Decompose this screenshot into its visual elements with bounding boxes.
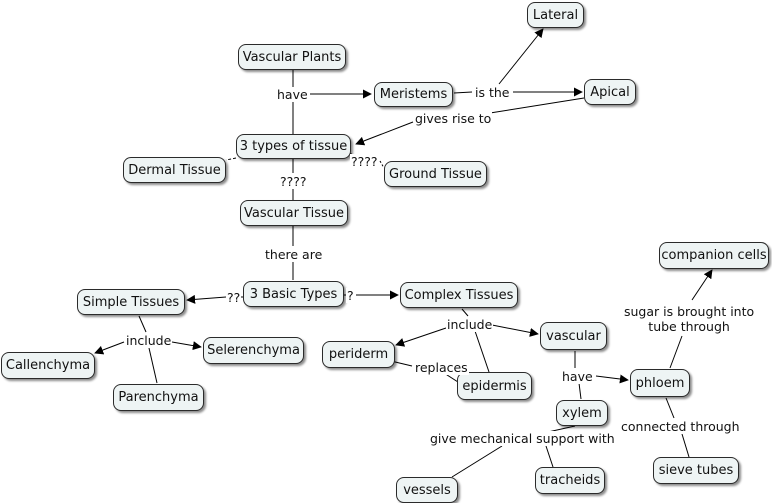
link-label-q-mid: ? [346, 288, 355, 303]
node-selerenchyma[interactable]: Selerenchyma [203, 337, 304, 364]
link-phloem-connected [665, 397, 675, 419]
link-complex-include [461, 308, 469, 317]
link-label-have: have [276, 87, 309, 102]
node-sieve-tubes[interactable]: sieve tubes [653, 457, 739, 484]
link-connected-sieve [681, 433, 690, 458]
link-include-parenchyma [148, 347, 158, 384]
link-meristems-is-the [453, 91, 473, 94]
node-vascular-tissue[interactable]: Vascular Tissue [240, 200, 348, 226]
link-label-q-right: ???? [350, 154, 379, 169]
link-simple-include [138, 315, 147, 333]
node-meristems[interactable]: Meristems [374, 82, 453, 107]
arrow-gives-rise-3types [355, 121, 414, 146]
node-dermal-tissue[interactable]: Dermal Tissue [123, 157, 226, 183]
link-label-gives-rise-to: gives rise to [414, 111, 493, 126]
link-label-replaces: replaces [414, 360, 469, 375]
link-label-sugar-brought: sugar is brought into tube through [623, 304, 756, 334]
node-companion-cells[interactable]: companion cells [659, 242, 769, 269]
arrow-q-left-simple [186, 294, 227, 304]
node-vascular-plants[interactable]: Vascular Plants [238, 44, 346, 70]
link-mechanical-tracheids [545, 445, 554, 468]
node-3-types-of-tissue[interactable]: 3 types of tissue [236, 134, 351, 159]
node-complex-tissues[interactable]: Complex Tissues [400, 282, 518, 308]
link-label-include-simple: include [125, 333, 173, 348]
link-3types-dermal [225, 157, 237, 161]
node-3-basic-types[interactable]: 3 Basic Types [243, 281, 344, 307]
link-label-there-are: there are [264, 247, 324, 262]
node-tracheids[interactable]: tracheids [535, 467, 605, 494]
link-label-q-left: ?? [226, 290, 242, 305]
arrow-is-the-lateral [498, 28, 544, 85]
arrow-include-periderm [395, 327, 447, 347]
link-have-xylem [578, 382, 582, 400]
link-q-right-ground [379, 160, 385, 169]
link-phloem-sugar [669, 335, 683, 369]
arrow-include-selerenchyma [171, 341, 202, 351]
arrow-include-callenchyma [94, 341, 125, 355]
node-vessels[interactable]: vessels [396, 477, 458, 503]
node-epidermis[interactable]: epidermis [457, 372, 532, 400]
node-lateral[interactable]: Lateral [527, 2, 584, 28]
link-label-have-vascular: have [561, 369, 594, 384]
link-include-epidermis [474, 330, 490, 373]
node-callenchyma[interactable]: Callenchyma [1, 352, 95, 379]
link-label-is-the: is the [474, 85, 511, 100]
link-label-connected-through: connected through [620, 419, 741, 434]
node-xylem[interactable]: xylem [556, 400, 608, 426]
arrow-sugar-companion [691, 269, 713, 301]
link-apical-gives-rise [489, 97, 585, 114]
link-label-q-below: ???? [279, 174, 308, 189]
node-vascular[interactable]: vascular [540, 322, 607, 350]
node-phloem[interactable]: phloem [630, 369, 690, 397]
node-apical[interactable]: Apical [584, 79, 636, 105]
node-parenchyma[interactable]: Parenchyma [113, 384, 204, 411]
link-label-mechanical-support: give mechanical support with [429, 431, 616, 446]
arrow-include-vascular [491, 324, 539, 337]
node-ground-tissue[interactable]: Ground Tissue [384, 161, 487, 187]
arrow-have-phloem [595, 374, 629, 384]
node-simple-tissues[interactable]: Simple Tissues [77, 289, 185, 315]
link-label-include-complex: include [446, 317, 494, 332]
node-periderm[interactable]: periderm [322, 341, 395, 368]
link-mechanical-vessels [451, 445, 503, 478]
